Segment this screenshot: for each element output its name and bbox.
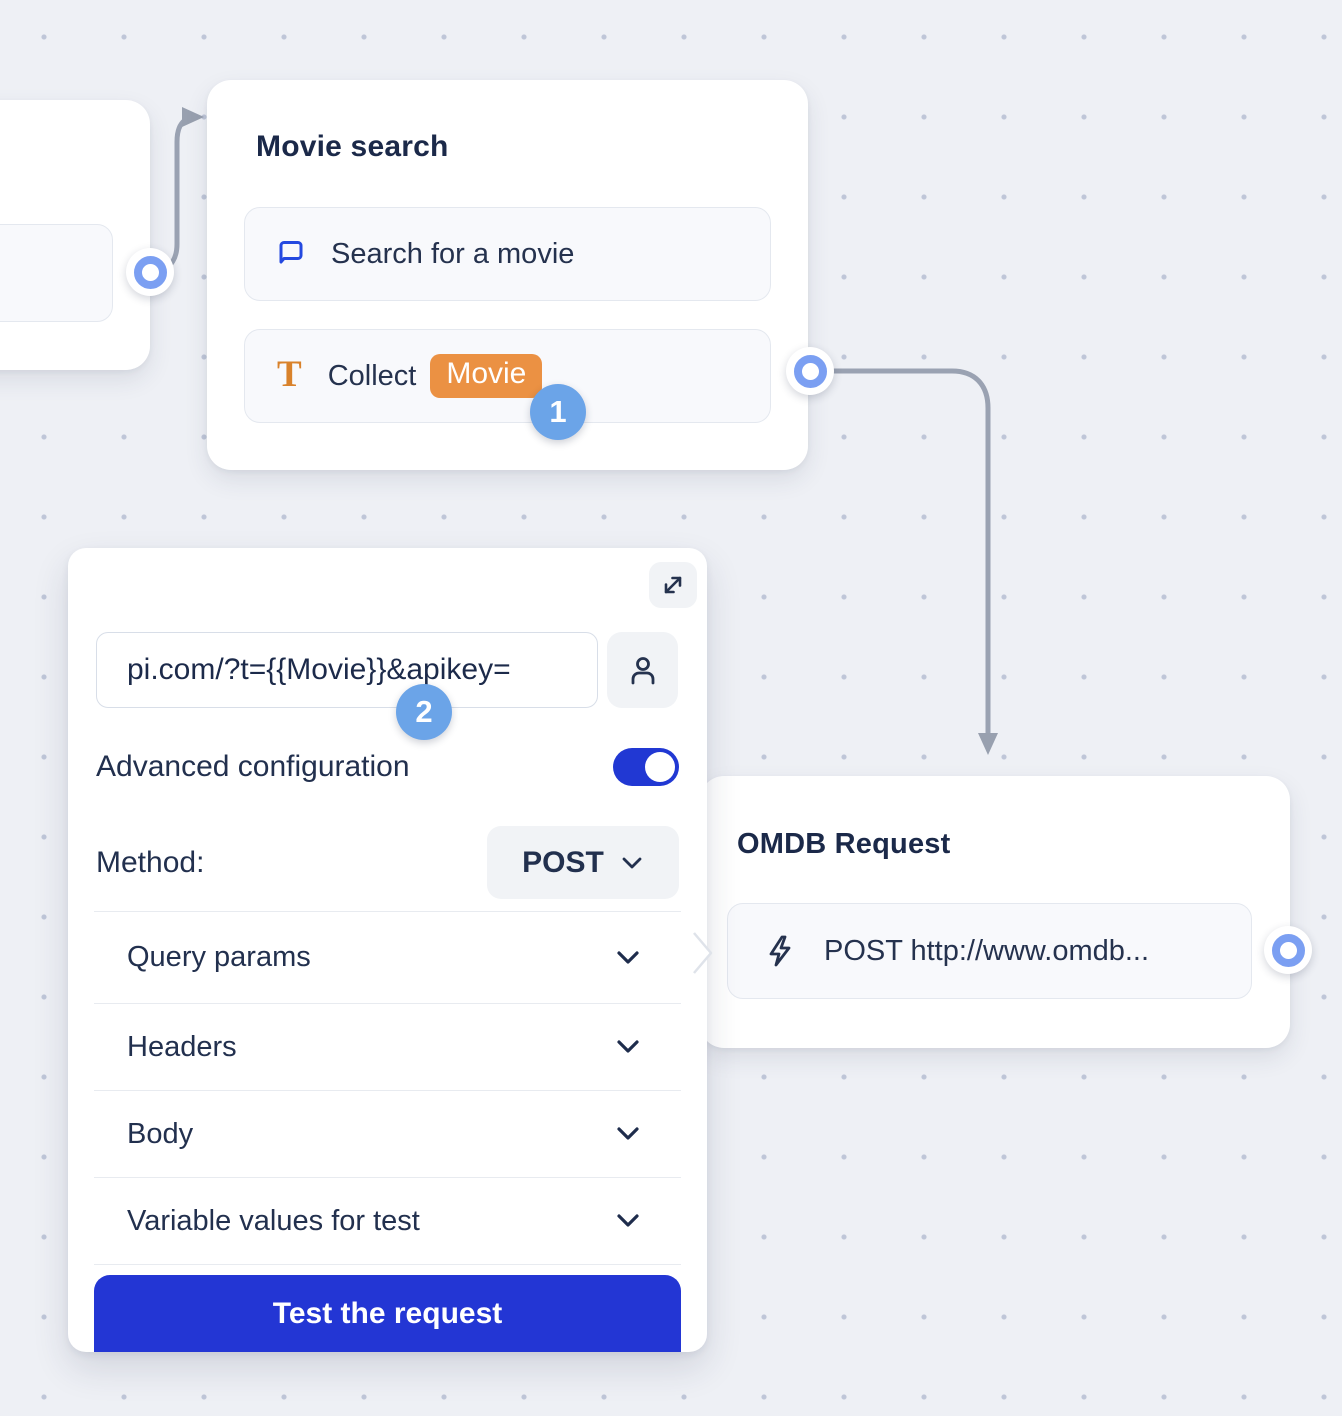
section-variable-values[interactable]: Variable values for test: [94, 1178, 681, 1265]
expand-diagonal-icon: [658, 570, 688, 600]
chevron-down-icon: [615, 1212, 641, 1230]
port-ring: [1271, 933, 1305, 967]
section-label: Query params: [127, 941, 311, 973]
advanced-configuration-toggle[interactable]: [613, 748, 679, 786]
block-label: Collect: [327, 359, 417, 392]
connector-movie-search-to-omdb: [819, 368, 998, 755]
port-ring: [133, 255, 167, 289]
chevron-down-icon: [615, 1125, 641, 1143]
section-headers[interactable]: Headers: [94, 1004, 681, 1091]
block-search-for-a-movie[interactable]: Search for a movie: [244, 207, 771, 301]
port-ring: [793, 354, 827, 388]
webhook-config-panel[interactable]: Advanced configuration Method: POST Quer…: [68, 548, 707, 1352]
variable-badge-movie[interactable]: Movie: [430, 354, 543, 398]
method-label: Method:: [96, 845, 205, 879]
step-badge-1: 1: [530, 384, 586, 440]
block-label: POST http://www.omdb...: [824, 934, 1150, 967]
connector-left-to-movie-search: [155, 107, 204, 274]
step-badge-2: 2: [396, 684, 452, 740]
section-label: Body: [127, 1117, 194, 1150]
section-label: Headers: [127, 1030, 237, 1063]
person-icon: [626, 652, 660, 688]
webhook-url-input[interactable]: [96, 632, 598, 708]
node-movie-search[interactable]: Movie search Search for a movie T Collec…: [207, 80, 808, 470]
chat-bubble-icon: [275, 238, 307, 270]
insert-variable-button[interactable]: [607, 632, 678, 708]
section-query-params[interactable]: Query params: [94, 912, 681, 1004]
node-title: Movie search: [256, 130, 449, 163]
section-body[interactable]: Body: [94, 1091, 681, 1178]
output-port-left-node[interactable]: [126, 248, 174, 296]
toggle-knob: [645, 752, 675, 782]
partial-node-row[interactable]: [0, 224, 113, 322]
node-omdb-request[interactable]: OMDB Request POST http://www.omdb...: [700, 776, 1290, 1048]
node-title: OMDB Request: [737, 828, 951, 860]
text-input-icon: T: [277, 353, 302, 395]
panel-sections: Query params Headers Body Variable value…: [94, 911, 681, 1265]
test-request-button[interactable]: Test the request: [94, 1275, 681, 1352]
chevron-down-icon: [620, 855, 644, 871]
partial-node-card[interactable]: [0, 100, 150, 370]
lightning-icon: [764, 933, 798, 969]
method-select[interactable]: POST: [487, 826, 679, 899]
block-collect-movie[interactable]: T Collect Movie: [244, 329, 771, 423]
output-port-movie-search[interactable]: [786, 347, 834, 395]
advanced-configuration-label: Advanced configuration: [96, 750, 410, 783]
expand-panel-button[interactable]: [649, 562, 697, 608]
block-label: Search for a movie: [331, 237, 575, 270]
omdb-input-port[interactable]: [692, 930, 716, 981]
section-label: Variable values for test: [127, 1204, 420, 1237]
output-port-omdb-request[interactable]: [1264, 926, 1312, 974]
method-value: POST: [522, 845, 604, 879]
chevron-down-icon: [615, 1038, 641, 1056]
block-webhook-request[interactable]: POST http://www.omdb...: [727, 903, 1252, 999]
chevron-down-icon: [615, 949, 641, 967]
